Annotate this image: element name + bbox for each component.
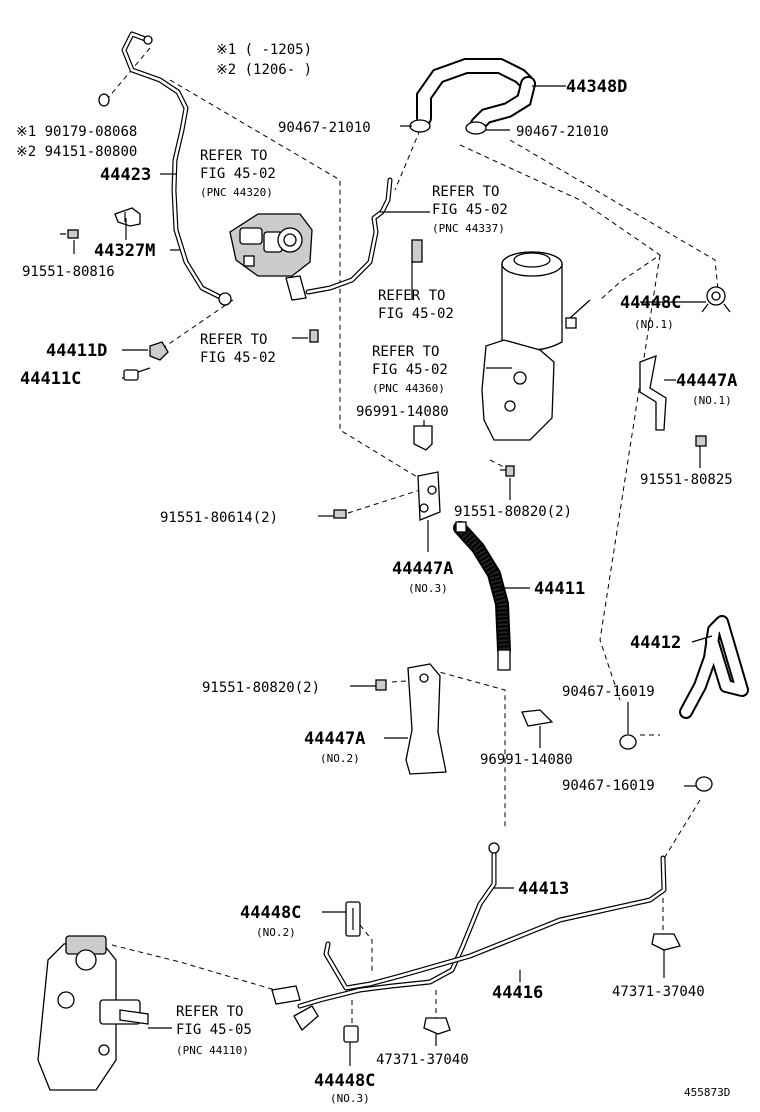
diagram-id: 455873D [684,1086,730,1099]
bolt-refer-2-icon[interactable] [411,239,423,263]
leader-lines [73,85,713,1066]
part-96991-14080-top: 96991-14080 [356,404,449,420]
clamp-47371-37040-lower-icon[interactable] [423,1017,451,1035]
clamp-44448C-no3-icon[interactable] [343,1025,359,1043]
ref-3-line2: FIG 45-02 [378,306,454,322]
bolt-91551-80825-icon[interactable] [695,435,707,447]
part-91551-80820-mid: 91551-80820(2) [202,680,320,696]
part-44448C-no3-sub: (NO.3) [330,1092,370,1105]
ref-6-line1: REFER TO [176,1004,243,1020]
hose-clamp-90467-21010-left-icon[interactable] [409,119,431,133]
bracket-44327M-icon[interactable] [114,207,141,227]
clamp-47371-37040-right-icon[interactable] [651,933,681,951]
return-tube-44416[interactable] [323,855,667,991]
ref-6-line3: (PNC 44110) [176,1044,249,1057]
note-1: ※1 ( -1205) [216,42,312,58]
part-44447A-no3-sub: (NO.3) [408,582,448,595]
part-44348D: 44348D [566,77,627,97]
bolt-44411C-icon[interactable] [123,367,151,381]
part-44413: 44413 [518,879,569,899]
part-44412: 44412 [630,633,681,653]
ref-3-line1: REFER TO [378,288,445,304]
part-90467-21010-right: 90467-21010 [516,124,609,140]
text-labels: ※1 ( -1205) ※2 (1206- ) 44348D 90467-210… [16,42,737,1105]
bolt-91551-80816-icon[interactable] [60,229,79,239]
clamp-44448C-no2-icon[interactable] [345,901,361,937]
part-44448C-no1: 44448C [620,293,681,313]
part-44411: 44411 [534,579,585,599]
part-47371-37040-lower: 47371-37040 [376,1052,469,1068]
part-44416: 44416 [492,983,543,1003]
bolt-refer-icon[interactable] [309,329,319,343]
part-90467-16019-upper: 90467-16019 [562,684,655,700]
power-steering-pump-icon[interactable] [229,213,313,301]
ref-1-line1: REFER TO [200,148,267,164]
ref-6-line2: FIG 45-05 [176,1022,252,1038]
note-2: ※2 (1206- ) [216,62,312,78]
part-44448C-no3: 44448C [314,1071,375,1091]
ref-2-line3: (PNC 44337) [432,222,505,235]
part-44448C-no2-sub: (NO.2) [256,926,296,939]
part-44411C: 44411C [20,369,81,389]
reservoir-tank-icon[interactable] [481,251,591,441]
clamp-90179-08068-icon[interactable] [98,93,110,107]
ref-2-line1: REFER TO [432,184,499,200]
part-90179-08068: ※1 90179-08068 [16,124,137,140]
bolt-91551-80820-mid-icon[interactable] [375,679,387,691]
part-44411D: 44411D [46,341,107,361]
part-96991-14080-lower: 96991-14080 [480,752,573,768]
return-hose-44412[interactable] [679,615,749,719]
ref-2-line2: FIG 45-02 [432,202,508,218]
part-94151-80800: ※2 94151-80800 [16,144,137,160]
bracket-44447A-no3-icon[interactable] [417,471,441,521]
bolt-91551-80614-icon[interactable] [333,509,347,519]
ref-5-line3: (PNC 44360) [372,382,445,395]
part-44447A-no2-sub: (NO.2) [320,752,360,765]
part-44447A-no2: 44447A [304,729,365,749]
bolt-91551-80820-top-icon[interactable] [500,465,515,477]
pressure-tube-44413[interactable] [297,842,500,1009]
part-44448C-no2: 44448C [240,903,301,923]
clip-96991-14080-lower-icon[interactable] [521,709,554,727]
part-44423: 44423 [100,165,151,185]
part-44448C-no1-sub: (NO.1) [634,318,674,331]
union-44411D-icon[interactable] [149,341,169,361]
bracket-44447A-no1-icon[interactable] [639,354,667,431]
steering-gear-box-icon[interactable] [37,935,149,1091]
part-91551-80825: 91551-80825 [640,472,733,488]
ref-4-line1: REFER TO [200,332,267,348]
hose-clamp-90467-21010-right-icon[interactable] [465,121,487,135]
hose-clamp-90467-16019-lower-icon[interactable] [695,776,713,792]
part-90467-21010-left: 90467-21010 [278,120,371,136]
tube-end-loop-icon[interactable] [271,985,319,1032]
clamp-44448C-no1-icon[interactable] [701,286,731,313]
ref-1-line2: FIG 45-02 [200,166,276,182]
part-44327M: 44327M [94,241,155,261]
hose-clamp-90467-16019-upper-icon[interactable] [619,734,637,750]
return-tube-44337[interactable] [305,177,393,295]
ref-1-line3: (PNC 44320) [200,186,273,199]
ref-5-line2: FIG 45-02 [372,362,448,378]
pressure-tube-44423[interactable] [121,31,232,306]
part-90467-16019-lower: 90467-16019 [562,778,655,794]
part-91551-80816: 91551-80816 [22,264,115,280]
part-44447A-no1: 44447A [676,371,737,391]
ref-4-line2: FIG 45-02 [200,350,276,366]
bracket-44447A-no2-icon[interactable] [405,663,447,775]
ref-5-line1: REFER TO [372,344,439,360]
part-44447A-no1-sub: (NO.1) [692,394,732,407]
part-91551-80820-top: 91551-80820(2) [454,504,572,520]
hose-44348D[interactable] [416,58,536,132]
clip-96991-14080-top-icon[interactable] [413,425,433,451]
part-44447A-no3: 44447A [392,559,453,579]
part-91551-80614: 91551-80614(2) [160,510,278,526]
pressure-hose-44411[interactable] [453,521,511,671]
part-47371-37040-right: 47371-37040 [612,984,705,1000]
